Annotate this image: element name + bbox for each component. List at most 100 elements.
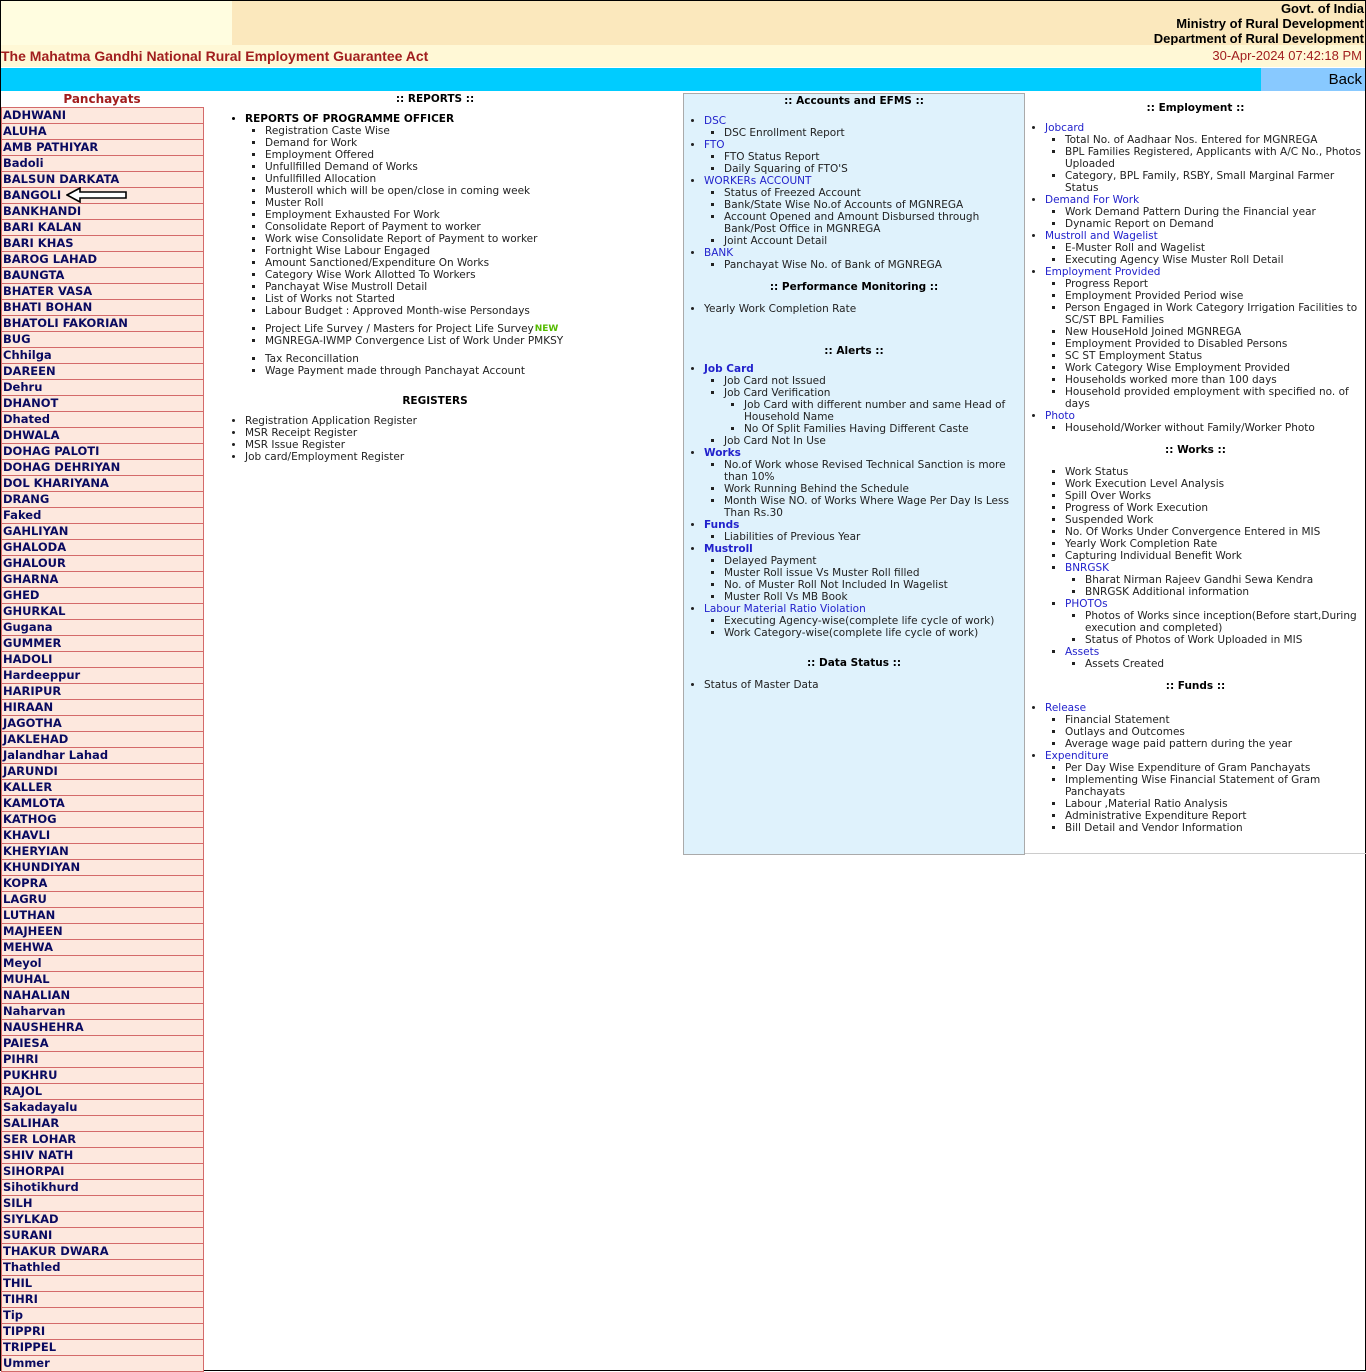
fto-link[interactable]: FTO [704, 139, 725, 151]
expenditure-report-link[interactable]: Bill Detail and Vendor Information [1065, 822, 1366, 834]
employment-report-link[interactable]: Progress Report [1065, 278, 1366, 290]
release-report-link[interactable]: Average wage paid pattern during the yea… [1065, 738, 1366, 750]
bnrgsk-link[interactable]: BNRGSK [1065, 562, 1110, 574]
report-link[interactable]: Fortnight Wise Labour Engaged [265, 245, 665, 257]
panchayat-item[interactable]: TRIPPEL [1, 1340, 204, 1356]
panchayat-item[interactable]: Faked [1, 508, 204, 524]
panchayat-item[interactable]: LUTHAN [1, 908, 204, 924]
register-link[interactable]: MSR Receipt Register [245, 427, 665, 439]
expenditure-link[interactable]: Expenditure [1045, 750, 1109, 762]
job-card-not-issued-link[interactable]: Job Card not Issued [724, 375, 1024, 387]
works-link[interactable]: Works [704, 447, 741, 459]
job-card-not-in-use-link[interactable]: Job Card Not In Use [724, 435, 1024, 447]
works-alert-link[interactable]: Work Running Behind the Schedule [724, 483, 1024, 495]
panchayat-item[interactable]: AMB PATHIYAR [1, 140, 204, 156]
works-report-link[interactable]: Yearly Work Completion Rate [1065, 538, 1366, 550]
panchayat-item[interactable]: ALUHA [1, 124, 204, 140]
mustroll-alert-link[interactable]: Muster Roll issue Vs Muster Roll filled [724, 567, 1024, 579]
employment-report-link[interactable]: Household provided employment with speci… [1065, 386, 1366, 410]
panchayat-item[interactable]: Naharvan [1, 1004, 204, 1020]
report-link[interactable]: Labour Budget : Approved Month-wise Pers… [265, 305, 665, 317]
panchayat-item[interactable]: KALLER [1, 780, 204, 796]
panchayat-item[interactable]: Thathled [1, 1260, 204, 1276]
performance-report-link[interactable]: Yearly Work Completion Rate [704, 303, 1024, 315]
works-report-link[interactable]: Work Status [1065, 466, 1366, 478]
demand-for-work-link[interactable]: Demand For Work [1045, 194, 1140, 206]
labour-ratio-link[interactable]: Labour Material Ratio Violation [704, 603, 866, 615]
works-report-link[interactable]: Progress of Work Execution [1065, 502, 1366, 514]
funds-alert-link[interactable]: Liabilities of Previous Year [724, 531, 1024, 543]
workers-account-report-link[interactable]: Bank/State Wise No.of Accounts of MGNREG… [724, 199, 1024, 211]
job-card-alert-link[interactable]: Job Card with different number and same … [744, 399, 1024, 423]
panchayat-item[interactable]: Dhated [1, 412, 204, 428]
panchayat-item[interactable]: MAJHEEN [1, 924, 204, 940]
mustroll-link[interactable]: Mustroll [704, 543, 753, 555]
panchayat-item[interactable]: JAGOTHA [1, 716, 204, 732]
panchayat-item[interactable]: GAHLIYAN [1, 524, 204, 540]
panchayat-item[interactable]: HARIPUR [1, 684, 204, 700]
panchayat-item[interactable]: Badoli [1, 156, 204, 172]
report-link[interactable]: Muster Roll [265, 197, 665, 209]
panchayat-item[interactable]: JAKLEHAD [1, 732, 204, 748]
employment-report-link[interactable]: Employment Provided to Disabled Persons [1065, 338, 1366, 350]
panchayat-item[interactable]: MUHAL [1, 972, 204, 988]
release-report-link[interactable]: Financial Statement [1065, 714, 1366, 726]
panchayat-item[interactable]: GHALODA [1, 540, 204, 556]
panchayat-item[interactable]: KOPRA [1, 876, 204, 892]
panchayat-item[interactable]: BHATER VASA [1, 284, 204, 300]
employment-report-link[interactable]: New HouseHold Joined MGNREGA [1065, 326, 1366, 338]
panchayat-item[interactable]: Jalandhar Lahad [1, 748, 204, 764]
panchayat-item[interactable]: THIL [1, 1276, 204, 1292]
panchayat-item[interactable]: BHATI BOHAN [1, 300, 204, 316]
panchayat-item[interactable]: KHERYIAN [1, 844, 204, 860]
employment-provided-link[interactable]: Employment Provided [1045, 266, 1161, 278]
panchayat-item[interactable]: RAJOL [1, 1084, 204, 1100]
panchayat-item[interactable]: HADOLI [1, 652, 204, 668]
report-link[interactable]: Unfullfilled Allocation [265, 173, 665, 185]
panchayat-item[interactable]: BALSUN DARKATA [1, 172, 204, 188]
works-alert-link[interactable]: Month Wise NO. of Works Where Wage Per D… [724, 495, 1024, 519]
panchayat-item[interactable]: SILH [1, 1196, 204, 1212]
assets-link[interactable]: Assets [1065, 646, 1100, 658]
panchayat-item[interactable]: GHURKAL [1, 604, 204, 620]
register-link[interactable]: Registration Application Register [245, 415, 665, 427]
panchayat-item[interactable]: KHUNDIYAN [1, 860, 204, 876]
panchayat-item[interactable]: HIRAAN [1, 700, 204, 716]
demand-report-link[interactable]: Dynamic Report on Demand [1065, 218, 1366, 230]
fto-report-link[interactable]: FTO Status Report [724, 151, 1024, 163]
job-card-alert-link[interactable]: No Of Split Families Having Different Ca… [744, 423, 1024, 435]
panchayat-item[interactable]: Gugana [1, 620, 204, 636]
report-link[interactable]: Amount Sanctioned/Expenditure On Works [265, 257, 665, 269]
employment-report-link[interactable]: Employment Provided Period wise [1065, 290, 1366, 302]
mustroll-report-link[interactable]: Executing Agency Wise Muster Roll Detail [1065, 254, 1366, 266]
panchayat-item[interactable]: DOL KHARIYANA [1, 476, 204, 492]
panchayat-item[interactable]: SHIV NATH [1, 1148, 204, 1164]
panchayat-item[interactable]: DAREEN [1, 364, 204, 380]
panchayat-item[interactable]: DHWALA [1, 428, 204, 444]
works-report-link[interactable]: Work Execution Level Analysis [1065, 478, 1366, 490]
mustroll-report-link[interactable]: E-Muster Roll and Wagelist [1065, 242, 1366, 254]
panchayat-item[interactable]: BAUNGTA [1, 268, 204, 284]
release-report-link[interactable]: Outlays and Outcomes [1065, 726, 1366, 738]
expenditure-report-link[interactable]: Per Day Wise Expenditure of Gram Panchay… [1065, 762, 1366, 774]
tax-reconcillation-link[interactable]: Tax Reconcillation [265, 353, 665, 365]
workers-account-report-link[interactable]: Account Opened and Amount Disbursed thro… [724, 211, 1024, 235]
expenditure-report-link[interactable]: Labour ,Material Ratio Analysis [1065, 798, 1366, 810]
panchayat-item[interactable]: Ummer [1, 1356, 204, 1372]
panchayat-item[interactable]: GHALOUR [1, 556, 204, 572]
panchayat-item[interactable]: Sakadayalu [1, 1100, 204, 1116]
bank-link[interactable]: BANK [704, 247, 734, 259]
panchayat-item[interactable]: KAMLOTA [1, 796, 204, 812]
report-link[interactable]: Category Wise Work Allotted To Workers [265, 269, 665, 281]
employment-report-link[interactable]: Work Category Wise Employment Provided [1065, 362, 1366, 374]
report-link[interactable]: Demand for Work [265, 137, 665, 149]
panchayat-item[interactable]: Chhilga [1, 348, 204, 364]
mustroll-wagelist-link[interactable]: Mustroll and Wagelist [1045, 230, 1158, 242]
panchayat-item[interactable]: BARI KHAS [1, 236, 204, 252]
release-link[interactable]: Release [1045, 702, 1087, 714]
report-link[interactable]: List of Works not Started [265, 293, 665, 305]
panchayat-item[interactable]: KATHOG [1, 812, 204, 828]
data-status-link[interactable]: Status of Master Data [704, 679, 1024, 691]
labour-ratio-report-link[interactable]: Work Category-wise(complete life cycle o… [724, 627, 1024, 639]
panchayat-item[interactable]: PIHRI [1, 1052, 204, 1068]
